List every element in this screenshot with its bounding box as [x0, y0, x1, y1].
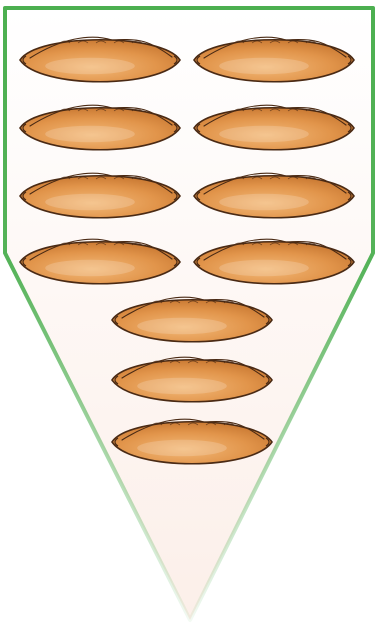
grain-highlight	[45, 260, 135, 277]
grain-highlight	[45, 58, 135, 75]
grain-highlight	[137, 440, 227, 457]
grain-highlight	[219, 126, 309, 143]
grain-highlight	[219, 58, 309, 75]
grain-highlight	[45, 126, 135, 143]
grain-highlight	[45, 194, 135, 211]
grain-highlight	[137, 378, 227, 395]
grain-highlight	[219, 260, 309, 277]
grain-highlight	[219, 194, 309, 211]
grain-highlight	[137, 318, 227, 335]
